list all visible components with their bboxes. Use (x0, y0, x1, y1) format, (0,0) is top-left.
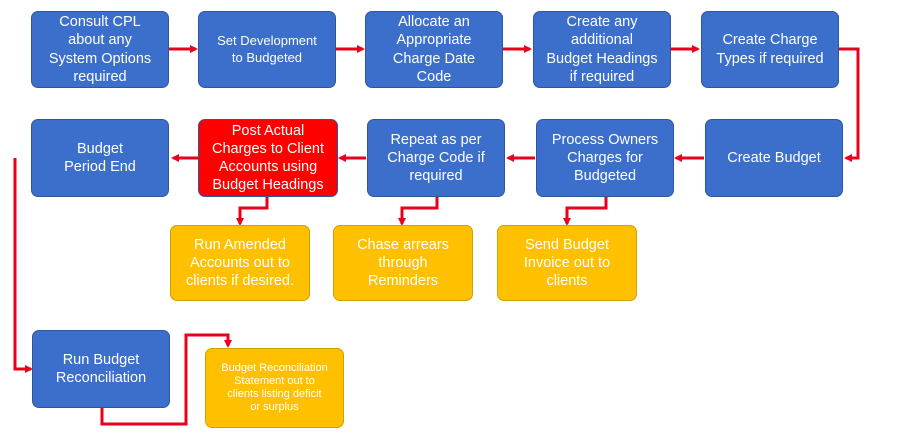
step-set-development: Set Development to Budgeted (198, 11, 336, 88)
arrow-post-actual-to-amended-accounts (236, 197, 269, 226)
step-create-budget-label: Create Budget (727, 149, 821, 166)
output-send-budget-invoice: Send Budget Invoice out to clients (497, 225, 637, 301)
step-create-charge-types: Create Charge Types if required (701, 11, 839, 88)
step-allocate-charge-date-label: Allocate an Appropriate Charge Date Code (392, 14, 476, 85)
step-run-budget-reconciliation: Run Budget Reconciliation (32, 330, 170, 408)
output-chase-arrears: Chase arrears through Reminders (333, 225, 473, 301)
step-consult-cpl: Consult CPL about any System Options req… (31, 11, 169, 88)
step-consult-cpl-label: Consult CPL about any System Options req… (48, 14, 152, 85)
step-set-development-label: Set Development to Budgeted (217, 33, 317, 65)
step-process-owners-charges-label: Process Owners Charges for Budgeted (551, 131, 659, 185)
output-chase-arrears-label: Chase arrears through Reminders (357, 236, 449, 290)
step-repeat-charge-code: Repeat as per Charge Code if required (367, 119, 505, 197)
output-run-amended-accounts-label: Run Amended Accounts out to clients if d… (186, 236, 294, 290)
step-allocate-charge-date: Allocate an Appropriate Charge Date Code (365, 11, 503, 88)
output-send-budget-invoice-label: Send Budget Invoice out to clients (523, 236, 611, 290)
arrow-repeat-to-chase-arrears (398, 197, 439, 226)
arrow-process-owners-to-send-invoice (563, 197, 608, 226)
step-create-budget-headings-label: Create any additional Budget Headings if… (546, 14, 658, 85)
step-repeat-charge-code-label: Repeat as per Charge Code if required (387, 131, 485, 185)
step-create-charge-types-label: Create Charge Types if required (716, 32, 824, 67)
arrow-charge-types-to-create-budget (839, 47, 860, 162)
step-create-budget-headings: Create any additional Budget Headings if… (533, 11, 671, 88)
output-reconciliation-statement-label: Budget Reconciliation Statement out to c… (221, 361, 328, 414)
step-create-budget: Create Budget (705, 119, 843, 197)
output-reconciliation-statement: Budget Reconciliation Statement out to c… (205, 348, 344, 428)
step-post-actual-charges-label: Post Actual Charges to Client Accounts u… (211, 122, 325, 194)
arrow-reconciliation-to-statement (100, 333, 232, 426)
step-run-budget-reconciliation-label: Run Budget Reconciliation (55, 351, 147, 386)
output-run-amended-accounts: Run Amended Accounts out to clients if d… (170, 225, 310, 301)
step-budget-period-end: Budget Period End (31, 119, 169, 197)
arrow-period-end-to-reconciliation (13, 158, 33, 373)
step-process-owners-charges: Process Owners Charges for Budgeted (536, 119, 674, 197)
step-budget-period-end-label: Budget Period End (64, 140, 136, 175)
step-post-actual-charges: Post Actual Charges to Client Accounts u… (198, 119, 338, 197)
